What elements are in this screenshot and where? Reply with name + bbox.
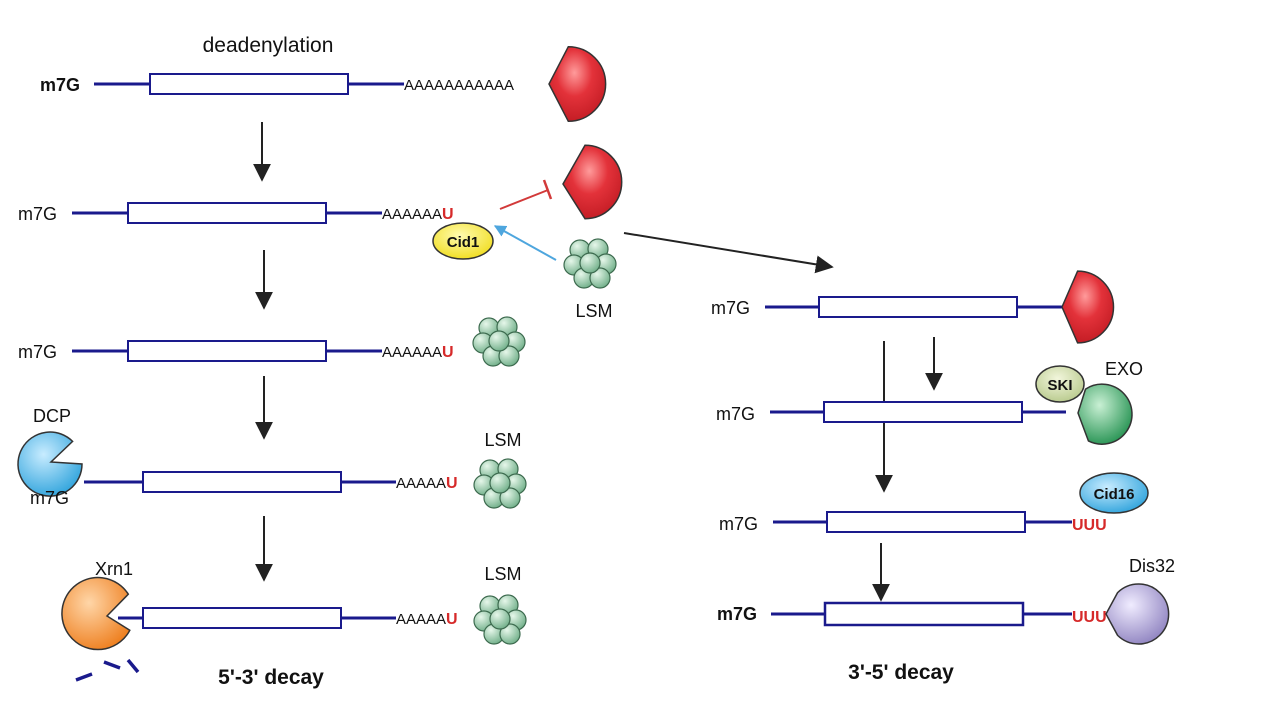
cid16-label: Cid16 <box>1094 486 1135 503</box>
polya-tail: AAAAAAAAAAA <box>404 77 514 94</box>
cap-label: m7G <box>711 298 750 318</box>
dis32-exonuclease-icon <box>1105 583 1170 645</box>
lsm-label: LSM <box>484 430 521 450</box>
lsm-complex-icon <box>473 594 527 645</box>
exo-label: EXO <box>1105 359 1143 379</box>
dis32-label: Dis32 <box>1129 556 1175 576</box>
lsm-label: LSM <box>484 564 521 584</box>
mrna-row-r3: m7G UUU Cid16 <box>719 472 1149 534</box>
pathway-5-3-label: 5'-3' decay <box>218 666 324 689</box>
orf-box <box>823 401 1023 423</box>
inhibition-line <box>499 189 549 210</box>
lsm-label: LSM <box>575 301 612 321</box>
pathway-3-5-label: 3'-5' decay <box>848 661 954 684</box>
deadenylase-pacman-icon <box>1061 270 1115 344</box>
dcp-label: DCP <box>33 406 71 426</box>
cap-label: m7G <box>716 404 755 424</box>
inhibition-bar <box>542 179 553 200</box>
mrna-row-4: DCP m7G AAAAAU LSM <box>17 406 527 509</box>
orf-box <box>127 340 327 362</box>
mrna-row-r4: m7G UUU Dis32 <box>717 556 1175 645</box>
cap-label: m7G <box>18 204 57 224</box>
degraded-rna-fragment <box>126 658 140 674</box>
cap-label: m7G <box>18 342 57 362</box>
xrn1-exonuclease-icon <box>61 576 131 651</box>
orf-box <box>823 601 1025 627</box>
cap-label: m7G <box>30 488 69 508</box>
cap-label: m7G <box>717 604 757 624</box>
mrna-row-2: m7G AAAAAAU Cid1 LSM <box>18 144 623 321</box>
degraded-rna-fragment <box>75 672 93 682</box>
orf-box <box>127 202 327 224</box>
u-tail: UUU <box>1072 517 1107 534</box>
ski-label: SKI <box>1047 377 1072 394</box>
ski-protein <box>1035 365 1085 403</box>
cap-label: m7G <box>719 514 758 534</box>
arrow-to-3-5-decay <box>623 232 834 274</box>
polya-tail: AAAAAU <box>396 475 458 492</box>
cid1-protein <box>432 222 494 260</box>
polya-tail: AAAAAU <box>396 611 458 628</box>
lsm-complex-icon <box>473 458 527 509</box>
xrn1-label: Xrn1 <box>95 559 133 579</box>
cid1-label: Cid1 <box>447 234 480 251</box>
dcp-decapping-icon <box>17 431 83 497</box>
mrna-row-3: m7G AAAAAAU <box>18 316 526 367</box>
deadenylase-pacman-icon <box>548 45 607 123</box>
deadenylase-pacman-icon <box>562 144 623 220</box>
orf-box <box>149 73 349 95</box>
orf-box <box>818 296 1018 318</box>
lsm-complex-icon <box>563 238 617 289</box>
degraded-rna-fragment <box>103 660 121 670</box>
cid16-protein <box>1079 472 1149 514</box>
cap-label: m7G <box>40 75 80 95</box>
exo-exosome-icon <box>1077 383 1133 445</box>
polya-tail: AAAAAAU <box>382 206 454 223</box>
mrna-row-r2: m7G SKI EXO <box>716 359 1143 445</box>
u-tail: UUU <box>1072 609 1107 626</box>
orf-box <box>826 511 1026 533</box>
mrna-row-r1: m7G <box>711 270 1115 344</box>
activation-arrow <box>493 225 557 261</box>
orf-box <box>142 471 342 493</box>
deadenylation-label: deadenylation <box>203 34 334 57</box>
mrna-row-5: Xrn1 AAAAAU LSM <box>61 559 527 682</box>
orf-box <box>142 607 342 629</box>
lsm-complex-icon <box>472 316 526 367</box>
mrna-row-1: m7G AAAAAAAAAAA <box>40 45 607 123</box>
polya-tail: AAAAAAU <box>382 344 454 361</box>
